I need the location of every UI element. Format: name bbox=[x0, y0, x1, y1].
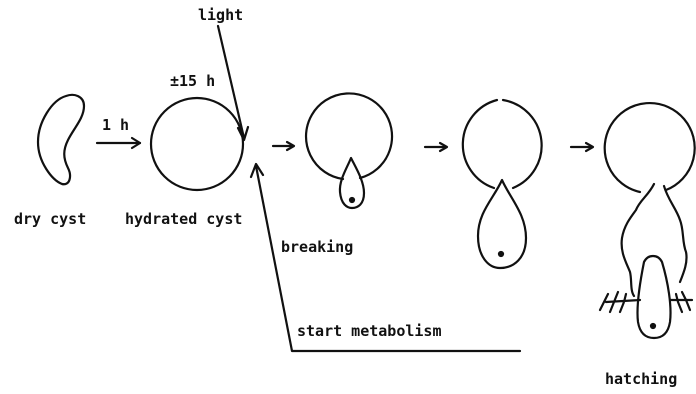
label-hydrated-cyst: hydrated cyst bbox=[125, 212, 242, 227]
hatching-right-appendage bbox=[670, 292, 692, 312]
label-light: light bbox=[198, 8, 243, 23]
arrow-hydrated-to-breaking bbox=[273, 142, 294, 150]
label-breaking: breaking bbox=[281, 240, 353, 255]
label-dry-cyst: dry cyst bbox=[14, 212, 86, 227]
arrow-breaking-to-emerging bbox=[425, 143, 447, 151]
arrow-emerging-to-hatching bbox=[571, 143, 593, 151]
dry-cyst-shape bbox=[38, 95, 84, 184]
breaking-embryo-eye bbox=[350, 198, 354, 202]
breaking-cyst-shell bbox=[306, 93, 392, 179]
label-duration-hydration: ±15 h bbox=[170, 74, 215, 89]
hydrated-cyst-circle bbox=[151, 98, 243, 190]
emerging-embryo-eye bbox=[499, 252, 503, 256]
label-start-metabolism: start metabolism bbox=[297, 324, 442, 339]
arrow-dry-to-hydrated bbox=[97, 138, 140, 148]
label-hatching: hatching bbox=[605, 372, 677, 387]
hatching-nauplius-eye bbox=[651, 324, 655, 328]
emerging-cyst-shell bbox=[463, 100, 542, 188]
label-duration-first: 1 h bbox=[102, 118, 129, 133]
light-arrow bbox=[218, 26, 248, 140]
hatching-cyst-shell bbox=[605, 103, 695, 192]
hatching-membrane bbox=[622, 184, 687, 296]
